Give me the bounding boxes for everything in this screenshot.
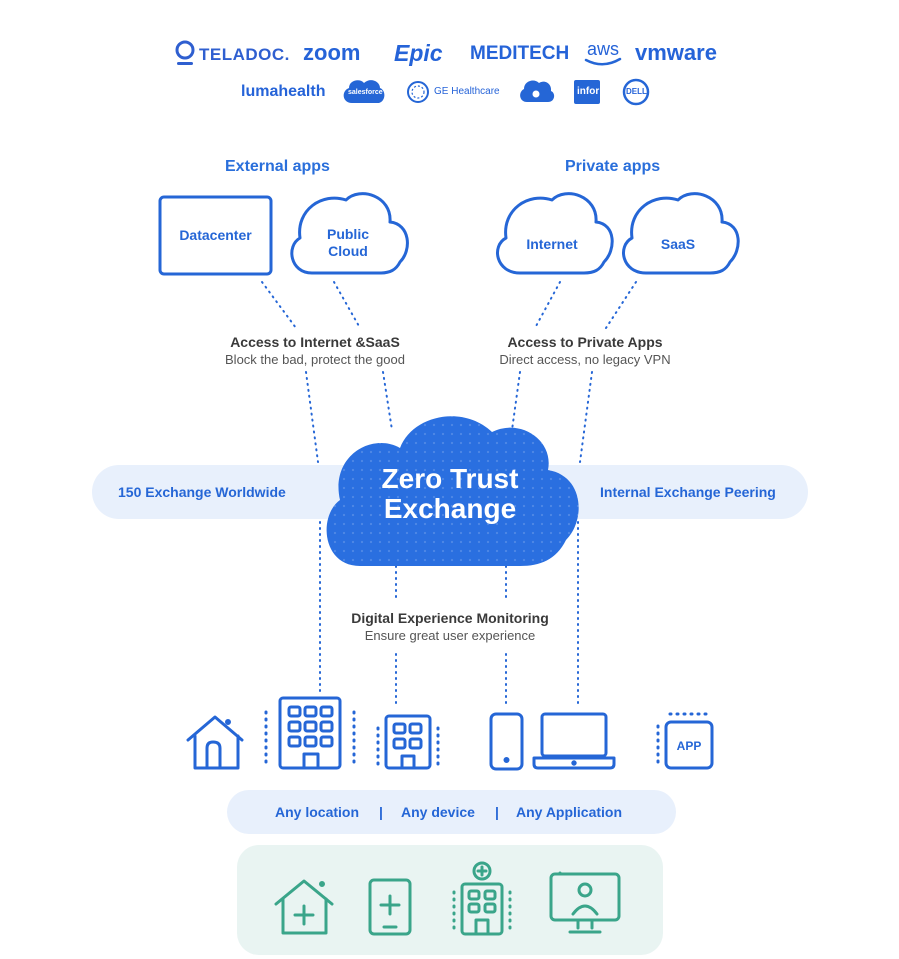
telehealth-monitor-icon [549, 866, 621, 934]
hospital-icon [452, 861, 512, 936]
vmware-logo: vmware [635, 40, 717, 65]
branch-building-icon [376, 714, 440, 770]
datacenter-label: Datacenter [179, 227, 252, 243]
partner-logos: TELADOC. zoom Epic MEDITECH aws vmware l… [0, 0, 899, 140]
infor-logo: infor [577, 86, 600, 97]
zoom-logo: zoom [303, 40, 361, 65]
internet-saas-caption-sub: Block the bad, protect the good [225, 352, 405, 367]
zte-line-2: Exchange [383, 493, 517, 524]
separator-2: | [495, 804, 499, 820]
private-apps-caption-sub: Direct access, no legacy VPN [499, 352, 671, 367]
exchange-worldwide-label: 150 Exchange Worldwide [118, 484, 286, 500]
epic-logo: Epic [394, 40, 443, 66]
salesforce-cloud-icon [343, 80, 385, 103]
any-location-label: Any location [275, 804, 360, 820]
external-apps-title: External apps [225, 158, 330, 175]
saas-label: SaaS [660, 236, 696, 252]
meditech-logo: MEDITECH [470, 43, 570, 64]
bottom-connectors [319, 521, 579, 705]
datacenter-box [158, 195, 273, 276]
zte-line-1: Zero Trust [381, 463, 519, 494]
app-clouds [290, 192, 740, 275]
separator-1: | [379, 804, 383, 820]
zero-trust-cloud [326, 416, 579, 566]
exchange-peering-label: Internal Exchange Peering [600, 484, 776, 500]
ge-monogram-icon [407, 81, 429, 103]
ge-healthcare-logo: GE Healthcare [434, 86, 500, 97]
public-cloud-label: Public Cloud [326, 226, 369, 259]
dem-caption-sub: Ensure great user experience [364, 628, 536, 643]
private-apps-title: Private apps [565, 158, 661, 175]
medical-home-icon [274, 879, 334, 935]
internet-saas-caption-title: Access to Internet &SaaS [230, 334, 400, 350]
home-icon [186, 715, 244, 770]
any-access-labels: Any location | Any device | Any Applicat… [227, 804, 676, 824]
aws-logo: aws [587, 39, 620, 59]
saas-cloud-shape [622, 192, 740, 275]
dem-caption-title: Digital Experience Monitoring [351, 610, 549, 626]
laptop-icon [532, 712, 616, 770]
teladoc-pin-icon [175, 40, 195, 65]
medical-tablet-icon [368, 878, 412, 936]
google-cloud-icon [520, 80, 555, 102]
healthcare-panel [237, 845, 663, 955]
any-device-label: Any device [401, 804, 475, 820]
office-building-icon [264, 696, 356, 770]
internet-label: Internet [526, 236, 578, 252]
public-cloud-shape [290, 192, 409, 275]
any-access-bar [227, 790, 676, 834]
zero-trust-exchange-title: Zero Trust Exchange [340, 464, 560, 524]
dell-circle-icon [622, 78, 650, 106]
private-apps-caption-title: Access to Private Apps [507, 334, 663, 350]
app-badge-icon [656, 712, 714, 770]
teladoc-logo: TELADOC. [199, 45, 290, 64]
aws-smile-icon [584, 57, 622, 66]
any-application-label: Any Application [516, 804, 623, 820]
infor-badge-icon [574, 80, 600, 104]
app-badge-label: APP [676, 739, 702, 753]
internet-cloud-shape [496, 192, 614, 275]
salesforce-logo: salesforce [348, 89, 383, 96]
top-connectors [261, 281, 637, 463]
mobile-phone-icon [489, 712, 524, 771]
lumahealth-logo: lumahealth [241, 83, 326, 100]
dell-logo: DELL [626, 87, 647, 96]
